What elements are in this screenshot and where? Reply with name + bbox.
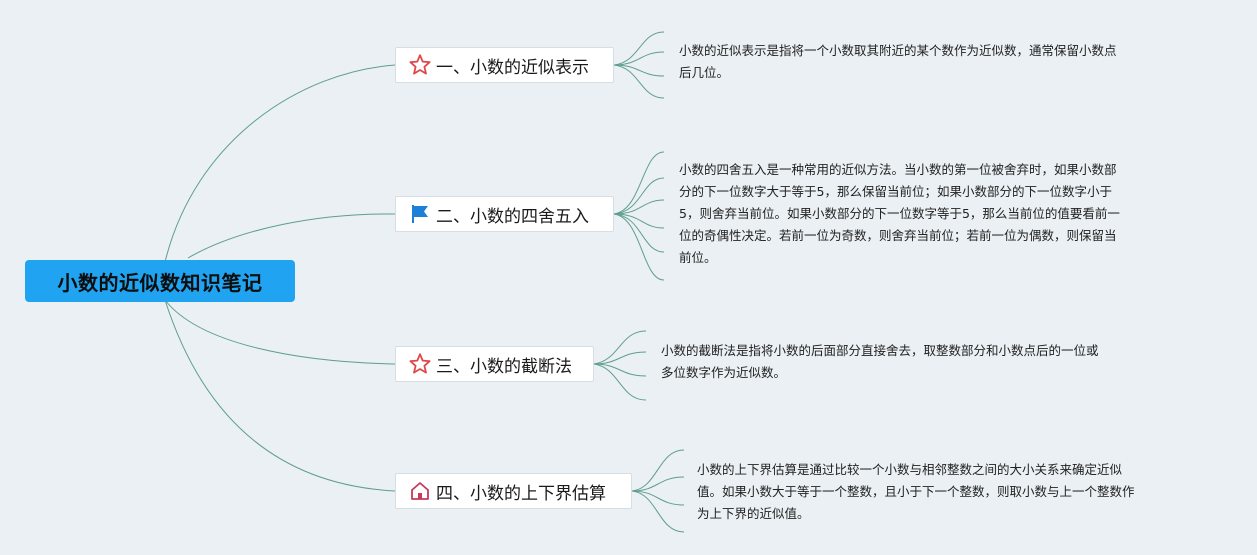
- note-truncation: 小数的截断法是指将小数的后面部分直接舍去，取整数部分和小数点后的一位或 多位数字…: [661, 340, 1099, 384]
- branch-topic-bounds-estimation[interactable]: 四、小数的上下界估算: [395, 473, 632, 509]
- flag-icon: [408, 202, 432, 226]
- note-line: 小数的截断法是指将小数的后面部分直接舍去，取整数部分和小数点后的一位或: [661, 343, 1099, 358]
- note-line: 分的下一位数字大于等于5，那么保留当前位；如果小数部分的下一位数字小于: [679, 184, 1112, 199]
- note-line: 小数的近似表示是指将一个小数取其附近的某个数作为近似数，通常保留小数点: [679, 43, 1117, 58]
- root-topic-label: 小数的近似数知识笔记: [57, 270, 263, 295]
- note-line: 后几位。: [679, 65, 730, 80]
- note-line: 前位。: [679, 250, 717, 265]
- note-line: 值。如果小数大于等于一个整数，且小于下一个整数，则取小数与上一个整数作: [697, 484, 1135, 499]
- note-line: 小数的四舍五入是一种常用的近似方法。当小数的第一位被舍弃时，如果小数部: [679, 162, 1117, 177]
- home-icon: [408, 479, 432, 503]
- note-bounds-estimation: 小数的上下界估算是通过比较一个小数与相邻整数之间的大小关系来确定近似 值。如果小…: [697, 459, 1135, 525]
- note-line: 5，则舍弃当前位。如果小数部分的下一位数字等于5，那么当前位的值要看前一: [679, 206, 1120, 221]
- star-icon: [408, 352, 432, 376]
- branch-topic-approximate-representation[interactable]: 一、小数的近似表示: [395, 47, 614, 83]
- branch-topic-label: 四、小数的上下界估算: [436, 483, 606, 504]
- branch-topic-label: 二、小数的四舍五入: [436, 206, 589, 227]
- note-line: 位的奇偶性决定。若前一位为奇数，则舍弃当前位；若前一位为偶数，则保留当: [679, 228, 1117, 243]
- star-icon: [408, 53, 432, 77]
- branch-topic-rounding[interactable]: 二、小数的四舍五入: [395, 196, 614, 232]
- note-approximate-representation: 小数的近似表示是指将一个小数取其附近的某个数作为近似数，通常保留小数点 后几位。: [679, 40, 1117, 84]
- note-rounding: 小数的四舍五入是一种常用的近似方法。当小数的第一位被舍弃时，如果小数部 分的下一…: [679, 159, 1120, 269]
- branch-topic-truncation[interactable]: 三、小数的截断法: [395, 346, 594, 382]
- note-line: 小数的上下界估算是通过比较一个小数与相邻整数之间的大小关系来确定近似: [697, 462, 1123, 477]
- branch-topic-label: 三、小数的截断法: [436, 356, 572, 377]
- root-topic[interactable]: 小数的近似数知识笔记: [25, 260, 295, 302]
- branch-topic-label: 一、小数的近似表示: [436, 57, 589, 78]
- note-line: 为上下界的近似值。: [697, 506, 810, 521]
- note-line: 多位数字作为近似数。: [661, 365, 787, 380]
